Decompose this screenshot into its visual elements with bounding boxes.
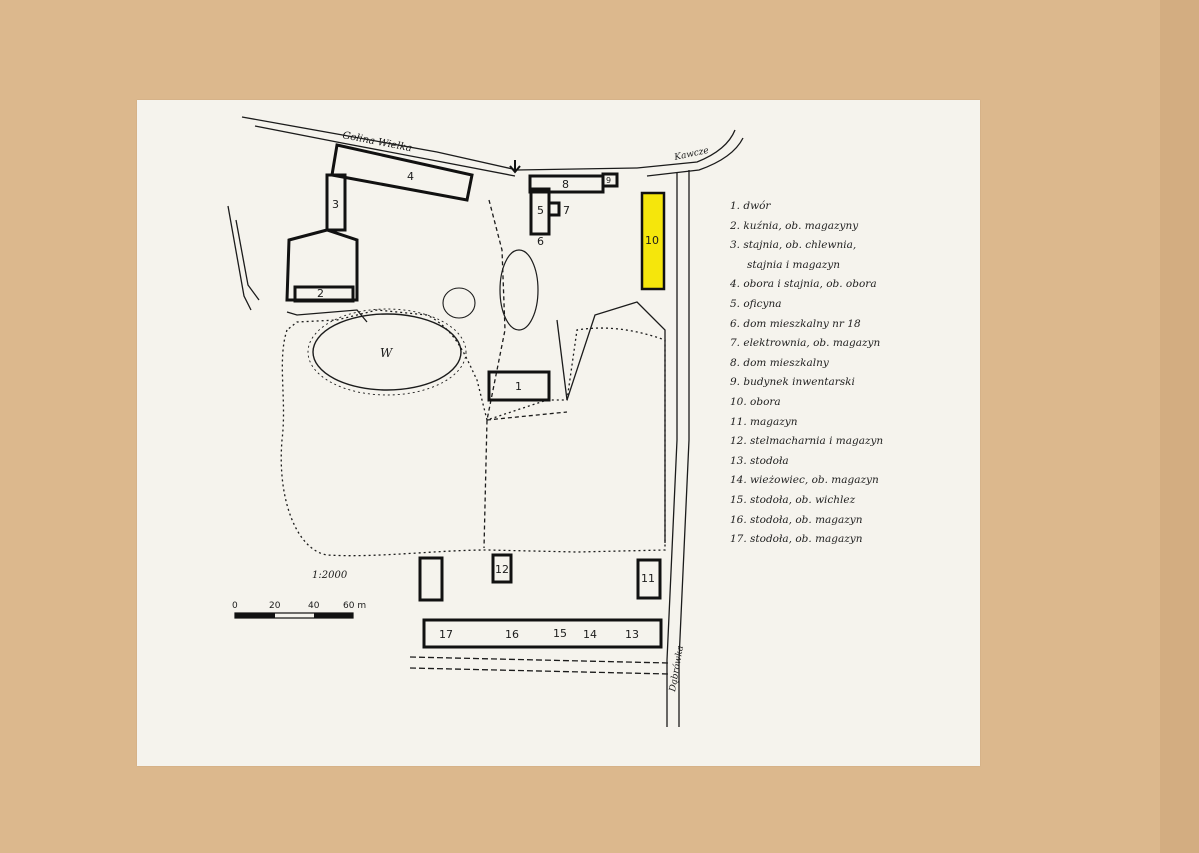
label-3: 3 — [332, 198, 339, 211]
scale-ratio: 1:2000 — [312, 570, 348, 581]
site-plan-drawing: 1 2 3 4 5 6 7 8 9 10 11 12 13 14 15 16 1… — [227, 116, 744, 727]
building-7-outline — [547, 201, 561, 217]
pond-label: W — [380, 346, 394, 360]
legend-item: 13. stodoła — [730, 454, 789, 467]
label-12: 12 — [495, 563, 509, 576]
label-11: 11 — [641, 572, 655, 585]
legend-item: 17. stodoła, ob. magazyn — [730, 533, 863, 546]
west-fence-1 — [227, 205, 252, 311]
legend-item: 9. budynek inwentarski — [730, 376, 855, 389]
label-14: 14 — [583, 628, 597, 641]
label-7: 7 — [563, 204, 570, 217]
east-road-east-line — [678, 170, 690, 727]
legend-item: 14. wieżowiec, ob. magazyn — [730, 474, 879, 487]
label-10: 10 — [645, 234, 659, 247]
legend-item: 16. stodoła, ob. magazyn — [730, 513, 863, 526]
barn-row-outline — [422, 618, 663, 649]
legend-item: 11. magazyn — [730, 415, 798, 428]
kawcze-road-line-1 — [636, 129, 736, 169]
north-road-line-1 — [241, 116, 638, 171]
label-9: 9 — [606, 176, 611, 185]
building-2-area-outline — [285, 228, 359, 302]
building-9-outline — [601, 172, 619, 188]
legend-item: 3. stajnia, ob. chlewnia, — [730, 239, 857, 252]
north-road-line-2 — [254, 125, 516, 177]
scale-tick-60m: 60 m — [343, 601, 366, 611]
label-6: 6 — [537, 235, 544, 248]
pond-edge-trees — [307, 308, 467, 396]
label-16: 16 — [505, 628, 519, 641]
label-1: 1 — [515, 380, 522, 393]
street-label-north: Gołina Wielka — [341, 130, 412, 154]
legend-item: 6. dom mieszkalny nr 18 — [730, 317, 861, 330]
east-road-west-line — [666, 172, 678, 727]
pond — [312, 313, 462, 391]
legend-item: 1. dwór — [730, 200, 771, 212]
legend-item: 7. elektrownia, ob. magazyn — [730, 337, 881, 350]
label-15: 15 — [553, 627, 567, 640]
kawcze-road-line-2 — [646, 137, 744, 177]
label-2: 2 — [317, 287, 324, 300]
legend-item: stajnia i magazyn — [747, 258, 840, 271]
label-17: 17 — [439, 628, 453, 641]
scale-tick-20: 20 — [269, 601, 281, 611]
south-road-line-2 — [409, 667, 670, 675]
legend-item: 12. stelmacharnia i magazyn — [730, 435, 884, 448]
street-label-kawcze: Kawcze — [673, 146, 710, 163]
south-road-line-1 — [409, 656, 670, 664]
park-cross-path — [486, 411, 568, 421]
site-plan-sheet: 1 2 3 4 5 6 7 8 9 10 11 12 13 14 15 16 1… — [137, 100, 980, 766]
building-1-outline — [487, 370, 551, 402]
legend-item: 5. oficyna — [730, 297, 782, 310]
map-legend: 1. dwór 2. kuźnia, ob. magazyny 3. stajn… — [730, 197, 980, 550]
legend-item: 2. kuźnia, ob. magazyny — [730, 219, 859, 232]
label-5: 5 — [537, 204, 544, 217]
park-inner-path — [483, 199, 506, 549]
label-13: 13 — [625, 628, 639, 641]
building-11-outline — [636, 558, 662, 600]
legend-item: 8. dom mieszkalny — [730, 356, 829, 369]
lawn-oval — [499, 249, 539, 331]
street-label-dabrowka: Dąbrówka — [667, 645, 686, 694]
courtyard-fence — [556, 301, 666, 543]
building-4-outline — [330, 143, 474, 202]
legend-item: 4. obora i stajnia, ob. obora — [730, 278, 877, 291]
legend-item: 15. stodoła, ob. wichlez — [730, 493, 856, 506]
building-2-outline — [293, 285, 355, 303]
park-tree-outline — [280, 309, 666, 557]
scale-tick-40: 40 — [308, 601, 320, 611]
west-fence-2 — [235, 219, 260, 301]
scale-bar — [234, 612, 354, 619]
label-4: 4 — [407, 170, 414, 183]
building-10-highlight — [640, 191, 666, 291]
scale-tick-0: 0 — [232, 601, 238, 611]
legend-item: 10. obora — [730, 395, 781, 408]
label-8: 8 — [562, 178, 569, 191]
building-12-outline — [491, 553, 513, 584]
building-3-outline — [325, 173, 347, 232]
small-shed-outline — [418, 556, 444, 602]
mount-board-edge — [1160, 0, 1199, 853]
entrance-arrow-icon — [509, 160, 521, 174]
tree-group — [442, 287, 476, 319]
